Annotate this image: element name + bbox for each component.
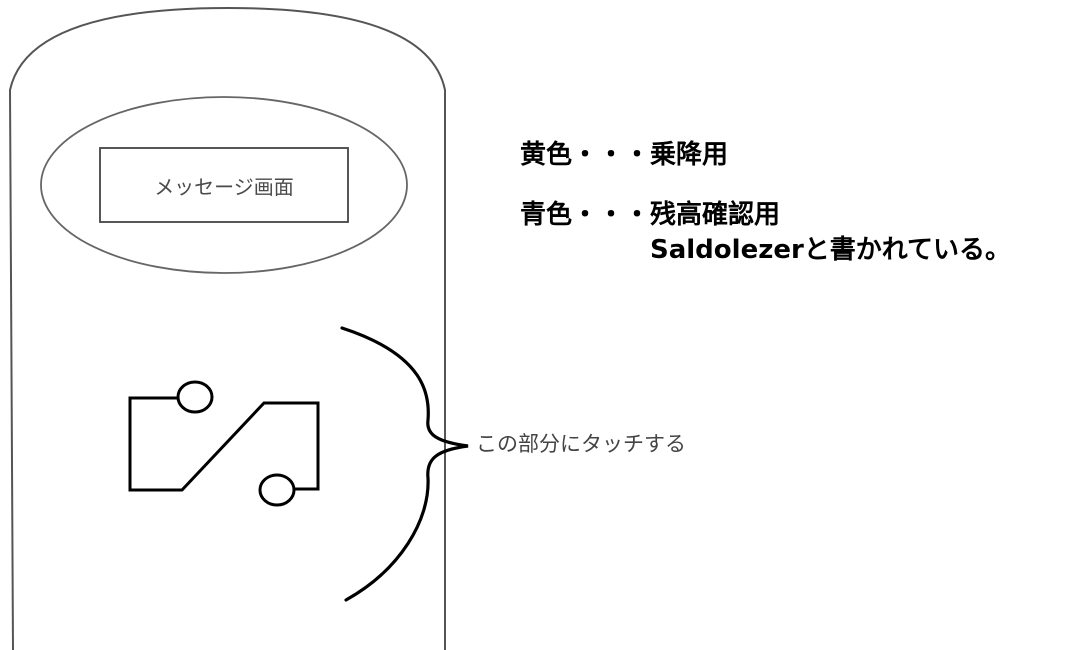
contactless-symbol-icon[interactable] <box>128 380 320 507</box>
message-screen-label: メッセージ画面 <box>154 174 294 199</box>
reader-body-outline <box>8 6 446 650</box>
color-legend: 黄色・・・乗降用 青色・・・残高確認用 Saldolezerと書かれている。 <box>520 136 1011 266</box>
legend-blue-note: Saldolezerと書かれている。 <box>650 235 1012 265</box>
screen-ellipse <box>40 96 408 274</box>
message-screen-frame <box>99 147 349 223</box>
curly-brace <box>340 326 469 602</box>
touch-area-label: この部分にタッチする <box>476 432 686 456</box>
legend-yellow: 黄色・・・乗降用 <box>520 140 729 170</box>
legend-blue: 青色・・・残高確認用 <box>520 200 781 230</box>
